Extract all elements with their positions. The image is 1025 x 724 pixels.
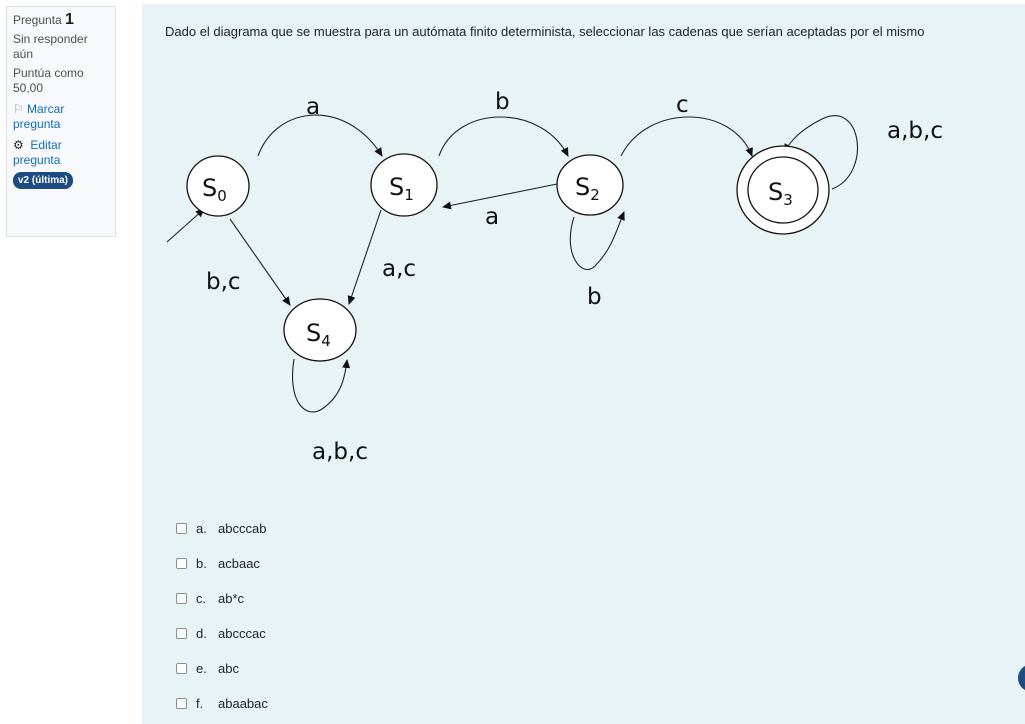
answer-checkbox[interactable] [176,663,187,674]
answer-text: abaabac [218,696,268,711]
question-info-panel: Pregunta 1 Sin responder aún Puntúa como… [6,6,116,237]
edge-s1-s2 [438,116,569,157]
answer-text: abcccab [218,521,267,536]
label-s2-s3: c [676,92,689,118]
state-s0-label: S0 [202,174,227,205]
label-s0-s1: a [306,94,320,120]
label-s1-s4: a,c [382,256,416,282]
answer-letter: b. [196,556,207,571]
state-s4 [283,298,357,362]
answer-checkbox[interactable] [176,558,187,569]
flag-question-link[interactable]: ⚐Marcar pregunta [13,102,109,132]
label-s2-s1: a [485,204,499,230]
answer-text: acbaac [218,556,260,571]
answer-letter: e. [196,661,207,676]
answer-letter: a. [196,521,207,536]
label-s1-s2: b [495,89,510,115]
version-badge: v2 (última) [13,172,74,189]
answer-checkbox[interactable] [176,523,187,534]
label-s3-loop: a,b,c [887,118,943,144]
floating-action-button[interactable] [1018,664,1025,692]
state-s0 [186,155,250,217]
edge-s0-s4 [229,218,291,306]
edge-s2-loop [569,211,625,270]
state-s3-label: S3 [768,178,793,209]
grade-value: 50,00 [13,81,44,95]
flag-icon: ⚐ [13,102,24,116]
edit-question-link[interactable]: ⚙ Editar pregunta [13,138,109,168]
answer-checkbox[interactable] [176,593,187,604]
flag-label: Marcar pregunta [13,102,65,131]
answer-text: ab*c [218,591,245,606]
edge-s0-s1 [257,114,383,157]
edge-s2-s3 [620,116,753,157]
label-s0-s4: b,c [206,269,241,295]
state-s4-label: S4 [306,319,331,350]
edge-s3-loop [783,115,858,190]
answer-option-e[interactable]: e. abc [176,651,268,686]
question-text: Dado el diagrama que se muestra para un … [165,24,925,39]
gear-icon: ⚙ [13,138,24,152]
state-s2-label: S2 [575,173,600,204]
answer-letter: d. [196,626,207,641]
state-s2 [556,154,624,216]
answer-text: abc [218,661,239,676]
answer-checkbox[interactable] [176,628,187,639]
question-label: Pregunta [13,13,62,27]
answer-list: a. abcccab b. acbaac c. ab*c d. abcccac … [176,511,268,721]
edit-label: Editar pregunta [13,138,62,167]
label-s4-loop: a,b,c [312,439,368,465]
answer-option-d[interactable]: d. abcccac [176,616,268,651]
question-content: Dado el diagrama que se muestra para un … [142,4,1025,724]
edge-s4-loop [292,358,351,413]
label-s2-loop: b [587,284,602,310]
state-s1-label: S1 [389,173,414,204]
automaton-diagram: S0 S1 S2 S3 S4 a b c a,b,c a b b,c a,c a… [166,89,943,465]
answer-letter: c. [196,591,207,606]
edge-s1-s4 [347,209,382,305]
state-s1 [370,153,438,217]
answer-option-a[interactable]: a. abcccab [176,511,268,546]
answer-letter: f. [196,696,204,711]
question-status: Sin responder aún [13,32,88,61]
answer-text: abcccac [218,626,266,641]
answer-option-b[interactable]: b. acbaac [176,546,268,581]
state-s3-inner [747,156,819,224]
answer-option-c[interactable]: c. ab*c [176,581,268,616]
edge-s2-s1 [442,183,558,210]
question-number-value: 1 [65,11,74,28]
grade-label: Puntúa como [13,66,84,80]
answer-checkbox[interactable] [176,698,187,709]
question-number: Pregunta 1 [13,12,109,28]
answer-option-f[interactable]: f. abaabac [176,686,268,721]
edge-start [166,208,205,243]
